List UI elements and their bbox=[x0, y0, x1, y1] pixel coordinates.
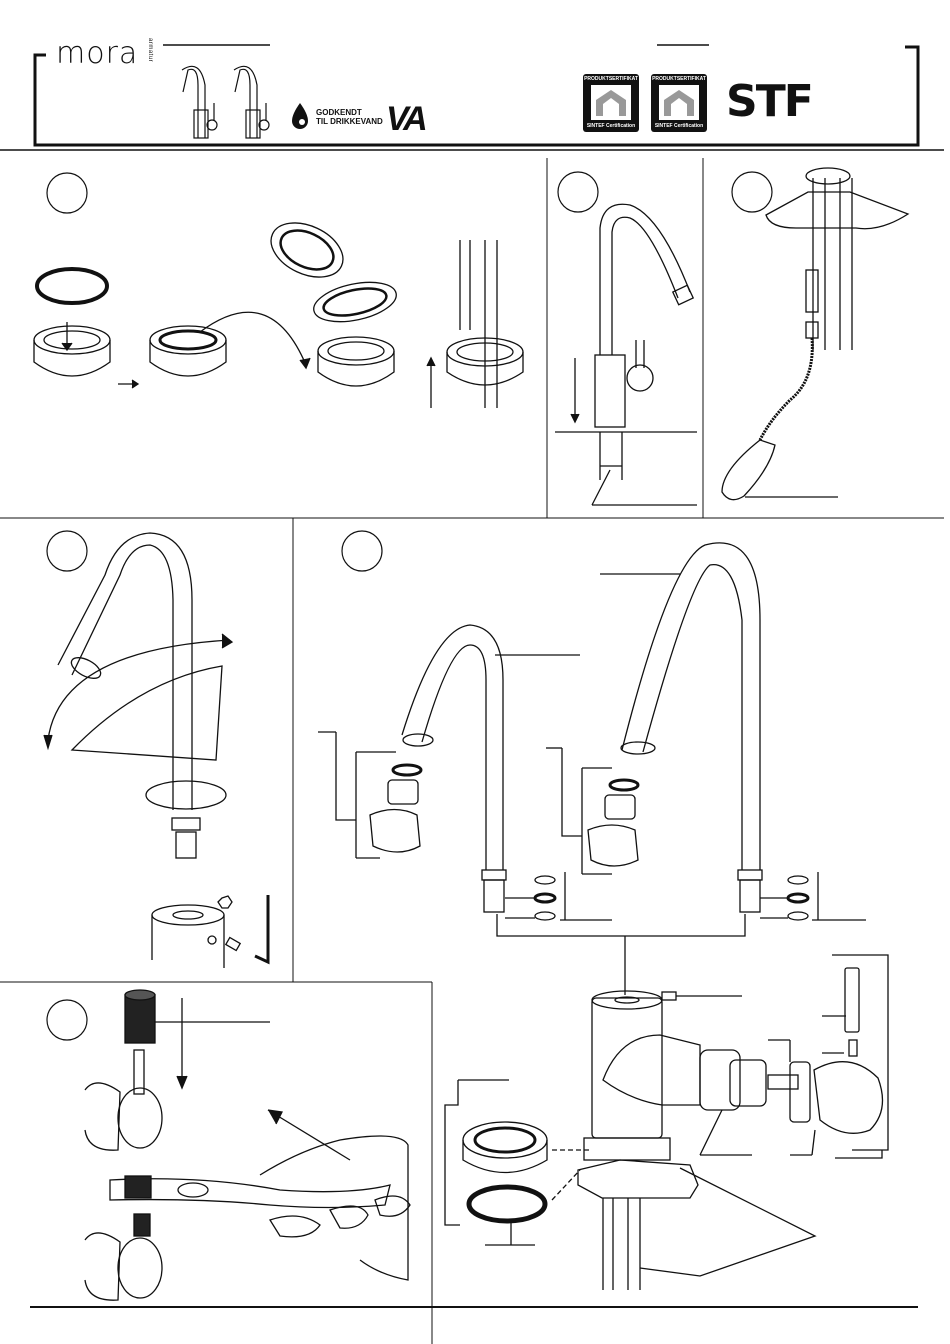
va-logo: VA bbox=[386, 100, 425, 139]
cert-badge-2-bottom: SINTEF Certification bbox=[651, 123, 707, 129]
approval-line-2: TIL DRIKKEVAND bbox=[316, 117, 383, 126]
water-drop-icon bbox=[292, 103, 308, 129]
brand-subtitle: armatur bbox=[147, 38, 153, 62]
cert-badge-2-top: PRODUKTSERTIFIKAT bbox=[651, 76, 707, 82]
cert-badge-1-bottom: SINTEF Certification bbox=[583, 123, 639, 129]
step-circle bbox=[47, 173, 87, 213]
stf-logo: STF bbox=[726, 76, 812, 127]
brand-logo: mora bbox=[56, 36, 138, 71]
approval-line-1: GODKENDT bbox=[316, 108, 383, 117]
cert-badge-1-top: PRODUKTSERTIFIKAT bbox=[583, 76, 639, 82]
approval-label: GODKENDT TIL DRIKKEVAND bbox=[316, 108, 383, 126]
